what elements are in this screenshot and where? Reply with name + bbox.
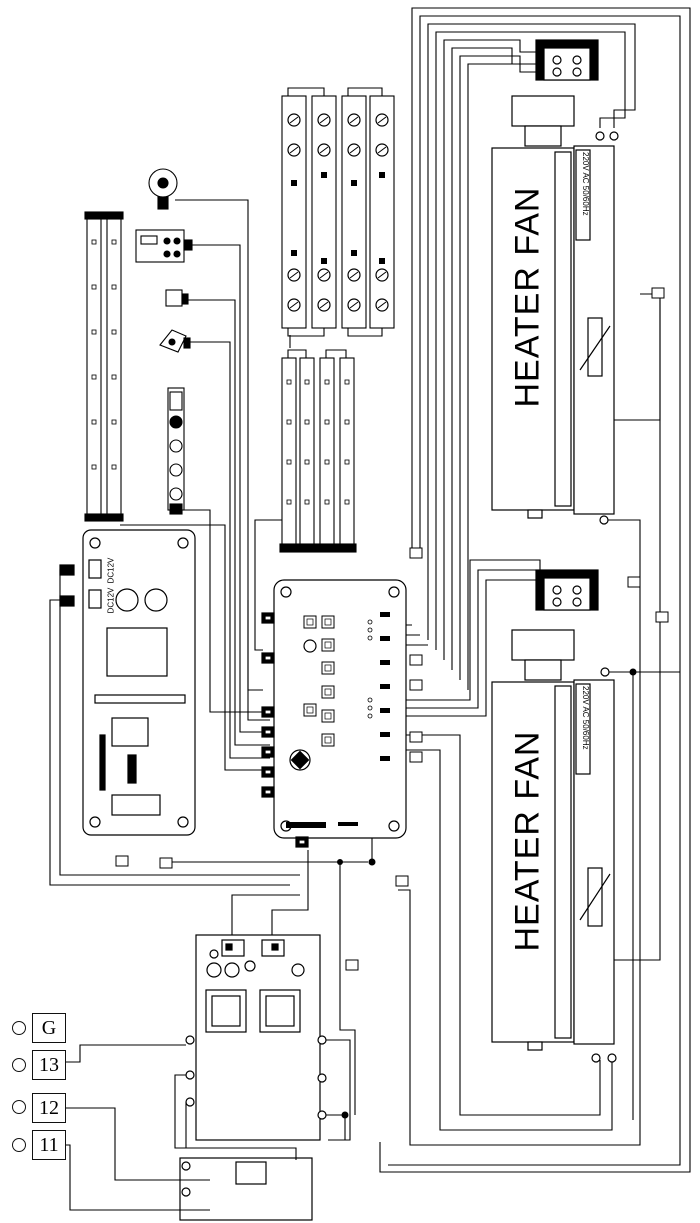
heater-fan-2: [491, 569, 617, 1063]
heater-fan-2-label: HEATER FAN: [508, 730, 547, 952]
dc-label-1: DC12V: [106, 557, 116, 584]
heater-fan-2-spec: 220V AC 50/60Hz: [581, 686, 590, 750]
terminal-label-12: 12: [32, 1093, 66, 1123]
door-switch: [159, 329, 191, 353]
terminal-circle-11: [12, 1138, 26, 1152]
dc-label-2: DC12V: [106, 587, 116, 614]
terminal-circle-g: [12, 1021, 26, 1035]
relay-board: [185, 934, 327, 1141]
led-tube-array-top: [281, 87, 395, 337]
main-control-board: [261, 579, 407, 848]
power-supply-board: [59, 529, 196, 836]
button-panel: [167, 387, 185, 515]
junction-dots: [337, 668, 637, 1119]
terminal-circle-12: [12, 1100, 26, 1114]
terminal-label-13: 13: [32, 1050, 66, 1080]
heater-fan-1-spec: 220V AC 50/60Hz: [581, 152, 590, 216]
terminal-board: [179, 1157, 313, 1221]
terminal-circle-13: [12, 1058, 26, 1072]
long-led-tube-left: [84, 211, 124, 522]
terminal-label-11: 11: [32, 1130, 66, 1160]
heater-fan-1-label: HEATER FAN: [508, 186, 547, 408]
led-tube-array-middle: [279, 349, 357, 553]
wire-harness: [49, 7, 691, 1173]
control-switch-panel: [135, 229, 193, 263]
sensor-module: [165, 289, 189, 307]
buzzer: [148, 168, 178, 210]
terminal-label-g: G: [32, 1013, 66, 1043]
heater-fan-1: [491, 39, 619, 525]
